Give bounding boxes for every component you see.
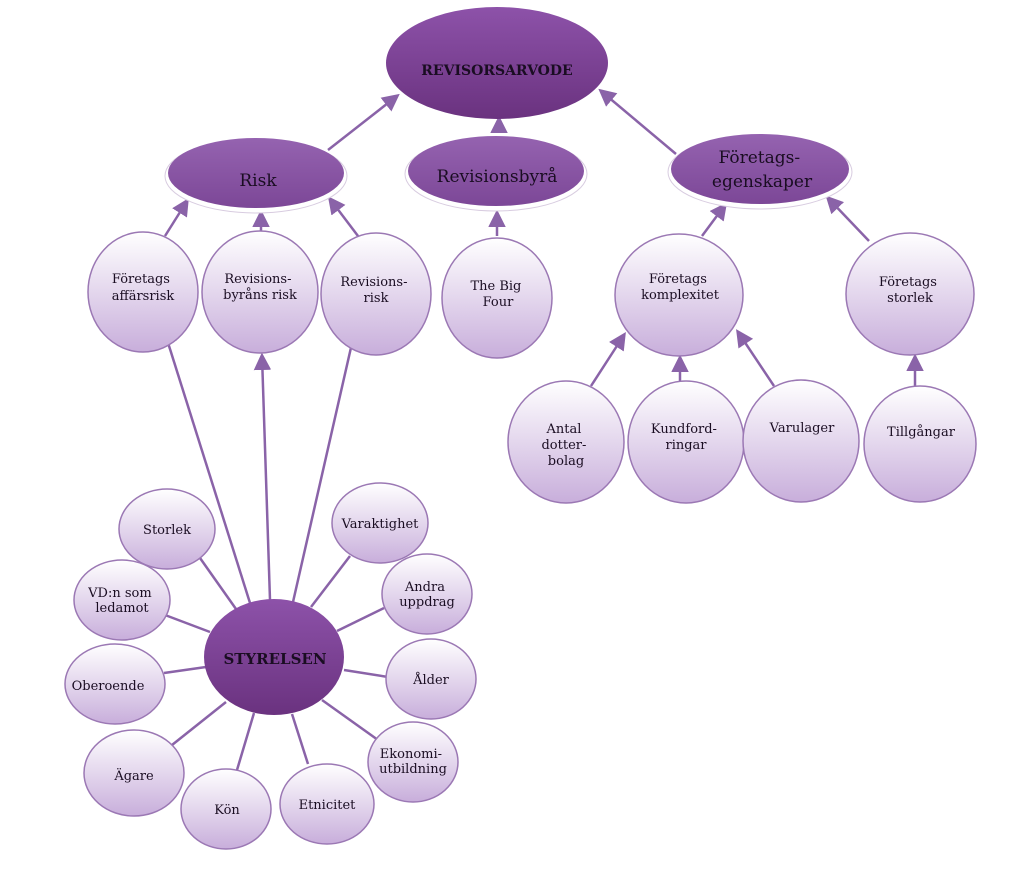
label-foretagsstorlek-2: storlek <box>887 291 933 306</box>
svg-text:Revisions- byråns risk: Revisions- byråns risk <box>223 272 297 303</box>
svg-text:Kundford- ringar: Kundford- ringar <box>651 422 721 453</box>
node-kon: Kön <box>180 768 272 850</box>
label-varaktighet: Varaktighet <box>341 517 420 532</box>
label-varulager: Varulager <box>769 421 835 436</box>
node-kundfordringar: Kundford- ringar <box>627 380 745 504</box>
node-foretags-komplexitet: Företags komplexitet <box>614 233 744 357</box>
node-agare: Ägare <box>83 729 185 817</box>
edge-komplexitet-to-foretagsegenskaper <box>700 202 728 237</box>
edge-varulager-to-komplexitet <box>736 329 776 387</box>
svg-text:Antal dotter- bola: Antal dotter- bolag <box>541 422 590 469</box>
spokes <box>163 555 389 771</box>
label-affarsrisk-1: Företags <box>112 272 170 287</box>
node-antal-dotterbolag: Antal dotter- bolag <box>507 380 625 504</box>
node-varulager: Varulager <box>742 379 860 503</box>
spoke-andra <box>336 606 385 633</box>
label-dotterbolag-2: dotter- <box>541 438 586 453</box>
node-varaktighet: Varaktighet <box>331 482 429 564</box>
svg-text:Företags storlek: Företags storlek <box>879 275 941 306</box>
spoke-varaktighet <box>310 555 351 608</box>
svg-text:The Big Four: The Big Four <box>470 279 525 310</box>
spoke-kon <box>235 712 256 771</box>
label-komplexitet-1: Företags <box>649 272 707 287</box>
node-foretags-affarsrisk: Företags affärsrisk <box>87 231 199 353</box>
edge-styrelsen-to-revisionsrisk <box>291 326 361 603</box>
label-tillgangar: Tillgångar <box>887 424 956 440</box>
node-foretags-storlek: Företags storlek <box>845 232 975 356</box>
label-kon: Kön <box>214 803 240 818</box>
node-oberoende: Oberoende <box>64 643 166 725</box>
node-vd-som-ledamot: VD:n som ledamot <box>73 559 171 641</box>
label-revisorsarvode: REVISORSARVODE <box>421 63 572 79</box>
edge-revisionsrisk-to-risk <box>327 196 359 237</box>
spoke-oberoende <box>163 665 207 675</box>
spoke-vd <box>164 613 211 634</box>
label-foretagsegenskaper-1: Företags- <box>718 148 800 168</box>
label-komplexitet-2: komplexitet <box>641 288 720 303</box>
label-risk: Risk <box>239 171 277 191</box>
spoke-storlek <box>198 557 238 610</box>
node-revisionsbyra: Revisionsbyrå <box>404 136 588 212</box>
node-revisionsrisk: Revisions- risk <box>320 232 432 356</box>
node-big-four: The Big Four <box>441 237 553 359</box>
label-byransrisk-1: Revisions- <box>224 272 291 287</box>
label-etnicitet: Etnicitet <box>299 798 357 813</box>
node-etnicitet: Etnicitet <box>279 763 375 845</box>
label-ekonomi-2: utbildning <box>379 762 447 777</box>
label-byransrisk-2: byråns risk <box>223 287 297 303</box>
node-tillgangar: Tillgångar <box>863 385 977 503</box>
label-dotterbolag-3: bolag <box>548 454 584 469</box>
edge-styrelsen-to-affarsrisk <box>159 326 252 604</box>
label-kundfordringar-1: Kundford- <box>651 422 717 437</box>
label-alder: Ålder <box>412 672 450 688</box>
edges <box>159 88 924 604</box>
node-revisorsarvode: REVISORSARVODE <box>386 7 608 119</box>
node-foretagsegenskaper: Företags- egenskaper <box>667 134 853 210</box>
edge-storlek-to-foretagsegenskaper <box>825 195 870 242</box>
node-ekonomiutbildning: Ekonomi- utbildning <box>367 721 459 803</box>
label-storlek: Storlek <box>143 523 191 538</box>
label-vd-1: VD:n som <box>87 586 152 601</box>
svg-text:VD:n som ledamot: VD:n som ledamot <box>87 586 156 616</box>
edge-foretagsegenskaper-to-revisorsarvode <box>598 88 677 155</box>
svg-text:Företags- egenskaper: Företags- egenskaper <box>712 148 813 192</box>
label-vd-2: ledamot <box>95 601 149 616</box>
label-dotterbolag-1: Antal <box>545 422 581 437</box>
node-styrelsen: STYRELSEN <box>204 599 344 715</box>
label-affarsrisk-2: affärsrisk <box>112 289 175 304</box>
label-revisionsrisk-2: risk <box>364 291 389 306</box>
spoke-agare <box>171 701 227 746</box>
edge-affarsrisk-to-risk <box>163 198 189 237</box>
svg-text:Ekonomi- utbildning: Ekonomi- utbildning <box>379 747 447 777</box>
label-foretagsegenskaper-2: egenskaper <box>712 172 813 192</box>
edge-styrelsen-to-byransrisk <box>253 352 272 601</box>
label-kundfordringar-2: ringar <box>665 438 707 453</box>
label-agare: Ägare <box>113 767 154 784</box>
node-revisionsbyrans-risk: Revisions- byråns risk <box>201 230 319 354</box>
label-revisionsbyra: Revisionsbyrå <box>437 167 558 187</box>
svg-text:Revisions- risk: Revisions- risk <box>340 275 411 306</box>
edge-risk-to-revisorsarvode <box>327 93 400 151</box>
spoke-etnicitet <box>290 713 310 765</box>
spoke-ekonomi <box>321 698 379 742</box>
node-andra-uppdrag: Andra uppdrag <box>381 553 473 635</box>
node-risk: Risk <box>164 138 348 214</box>
label-revisionsrisk-1: Revisions- <box>340 275 407 290</box>
label-ekonomi-1: Ekonomi- <box>380 747 442 762</box>
svg-text:Andra uppdrag: Andra uppdrag <box>399 580 455 610</box>
svg-text:Företags komplexitet: Företags komplexitet <box>641 272 720 303</box>
label-foretagsstorlek-1: Företags <box>879 275 937 290</box>
edge-dotterbolag-to-komplexitet <box>589 332 626 387</box>
label-bigfour-2: Four <box>483 295 515 310</box>
label-styrelsen: STYRELSEN <box>223 650 326 668</box>
node-alder: Ålder <box>385 638 477 720</box>
spoke-alder <box>343 668 389 679</box>
node-storlek: Storlek <box>118 488 216 570</box>
label-bigfour-1: The Big <box>470 279 521 294</box>
label-andra-1: Andra <box>404 580 445 595</box>
label-oberoende: Oberoende <box>72 679 145 694</box>
svg-text:Företags affärsrisk: Företags affärsrisk <box>112 272 175 304</box>
label-andra-2: uppdrag <box>399 595 455 610</box>
